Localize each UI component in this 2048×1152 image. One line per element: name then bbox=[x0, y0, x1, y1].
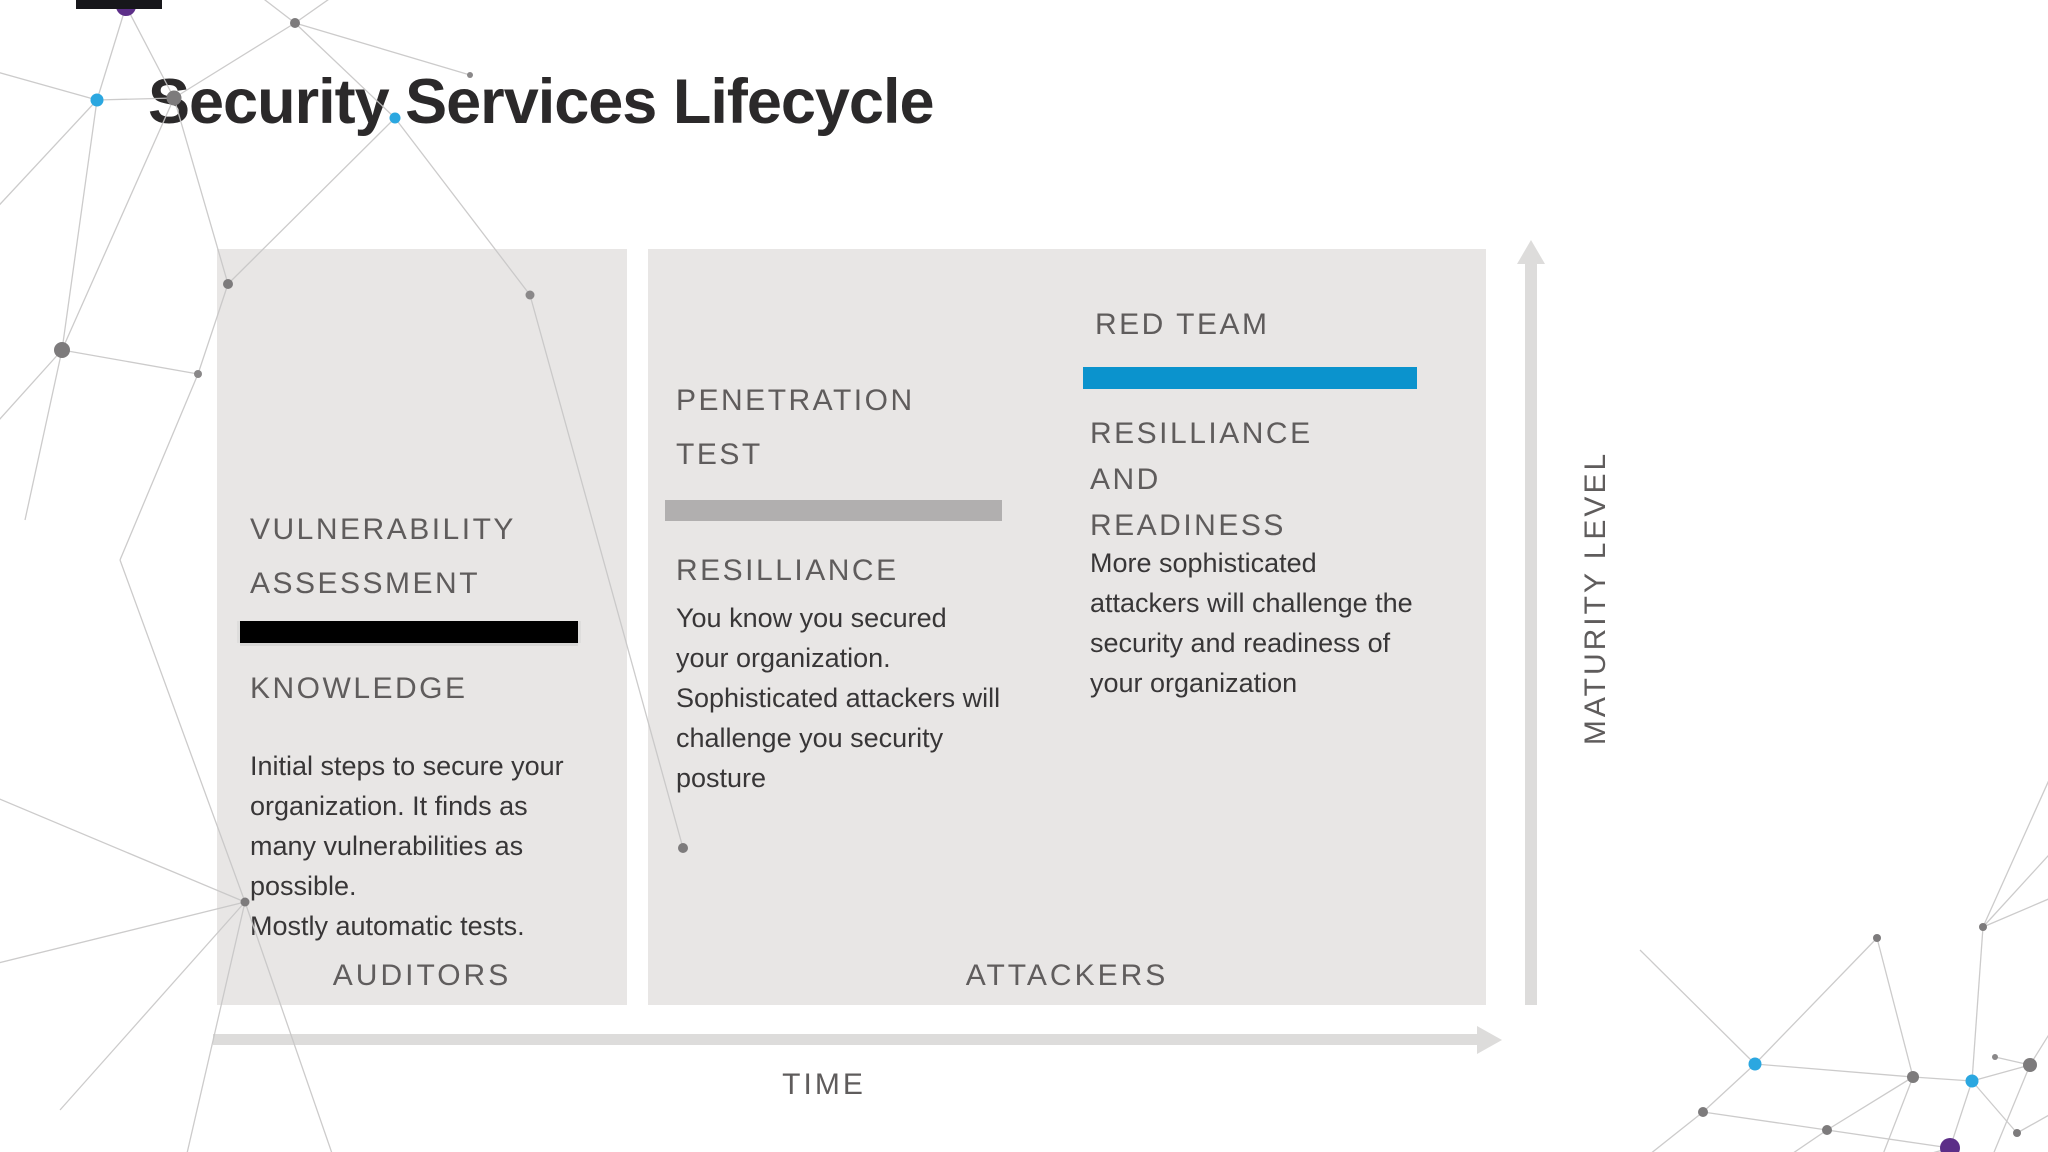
maturity-axis-label: MATURITY LEVEL bbox=[1579, 450, 1612, 746]
top-edge-mark bbox=[76, 0, 162, 9]
page-title: Security Services Lifecycle bbox=[148, 67, 935, 137]
time-axis-arrowhead-icon bbox=[1477, 1026, 1502, 1054]
time-axis-line bbox=[213, 1034, 1477, 1045]
stage-outcome-resilliance: RESILLIANCE bbox=[676, 554, 899, 587]
stage-title-penetration-test: PENETRATION TEST bbox=[676, 384, 915, 471]
actor-label-auditors: AUDITORS bbox=[332, 959, 512, 992]
stage-outcome-resilliance-and-readiness: RESILLIANCE AND READINESS bbox=[1090, 417, 1313, 542]
maturity-axis-arrowhead-icon bbox=[1517, 240, 1545, 264]
auditors-panel: VULNERABILITY ASSESSMENT KNOWLEDGE Initi… bbox=[217, 249, 627, 1005]
stage-description-penetration-test: You know you secured your organization. … bbox=[676, 603, 1001, 793]
stage-description-vulnerability-assessment: Initial steps to secure your organizatio… bbox=[250, 751, 564, 941]
stage-title-vulnerability-assessment: VULNERABILITY ASSESSMENT bbox=[250, 513, 516, 600]
stage-outcome-knowledge: KNOWLEDGE bbox=[250, 672, 468, 705]
maturity-bar-vulnerability-assessment bbox=[240, 621, 578, 643]
attackers-panel: PENETRATION TEST RESILLIANCE You know yo… bbox=[648, 249, 1486, 1005]
network-nodes-bottom-right bbox=[1698, 923, 2037, 1152]
actor-label-attackers: ATTACKERS bbox=[965, 959, 1169, 992]
maturity-bar-penetration-test bbox=[665, 500, 1002, 521]
maturity-axis-line bbox=[1525, 262, 1537, 1005]
stage-title-red-team: RED TEAM bbox=[1095, 308, 1270, 341]
maturity-bar-red-team bbox=[1083, 367, 1417, 389]
stage-description-red-team: More sophisticated attackers will challe… bbox=[1090, 548, 1413, 698]
time-axis-label: TIME bbox=[782, 1068, 866, 1101]
network-lines-bottom-right bbox=[1639, 780, 2048, 1152]
